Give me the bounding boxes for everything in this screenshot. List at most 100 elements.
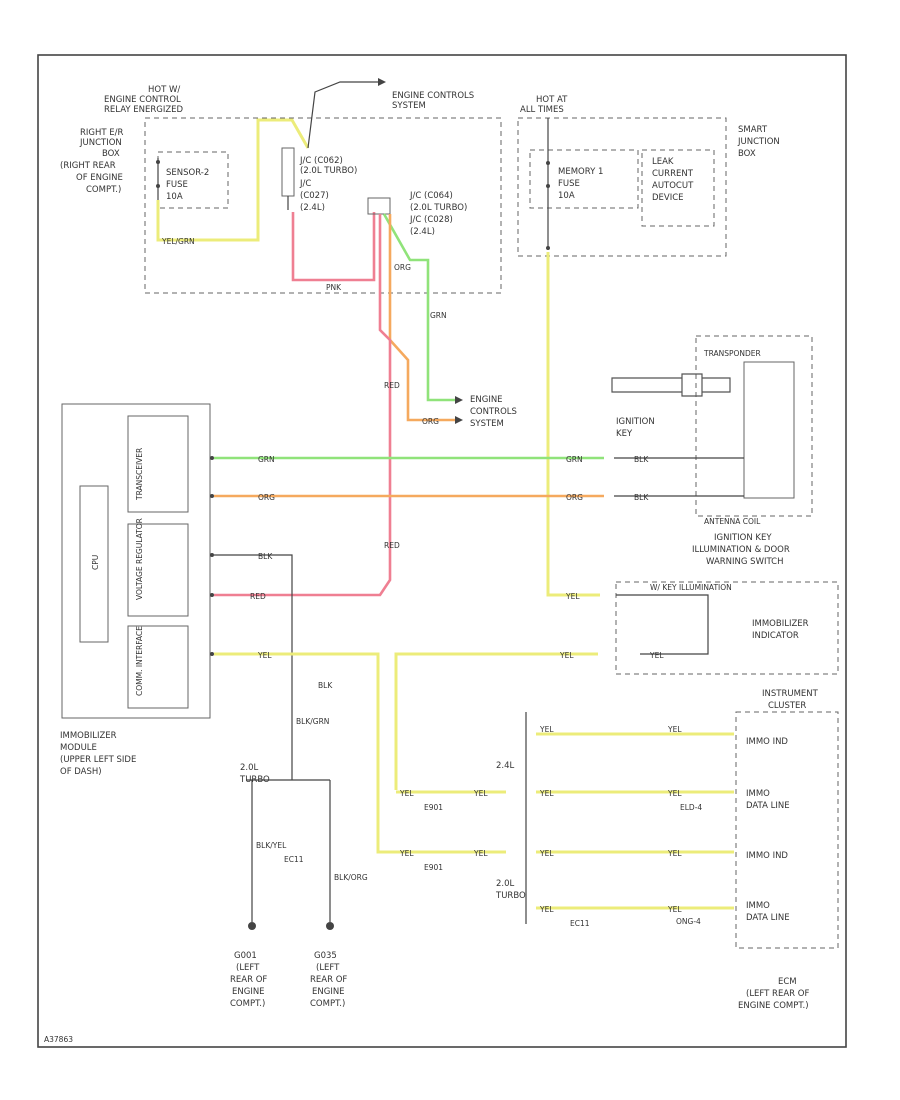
- hot-at-label: ALL TIMES: [520, 105, 564, 115]
- wire-label-org: ORG: [258, 493, 275, 502]
- splice-dot: [546, 246, 550, 250]
- wire-label-yel: YEL: [257, 651, 272, 660]
- wire-label-yel: YEL: [667, 725, 682, 734]
- ecs-mid-label: ENGINE: [470, 395, 503, 405]
- wire-yel-comm: [214, 652, 448, 854]
- g001-label: (LEFT: [236, 963, 260, 973]
- immobilizer-indicator-box: [615, 581, 839, 675]
- wire-yel-memory: [546, 252, 600, 597]
- rjb-label: RIGHT E/R: [80, 128, 124, 138]
- jc1-label: (2.4L): [300, 203, 325, 213]
- right-er-junction-box: [144, 117, 502, 294]
- im-mod-label: (UPPER LEFT SIDE: [60, 755, 136, 765]
- lcc-label: AUTOCUT: [652, 181, 694, 191]
- immobilizer-module: [61, 403, 211, 719]
- comm-interface-block: [127, 625, 189, 709]
- wire-label-yel-grn: YEL/GRN: [161, 237, 195, 246]
- connector-e901: E901: [424, 803, 443, 812]
- jc2-label: J/C (C064): [409, 191, 453, 201]
- im-mod-label: IMMOBILIZER: [60, 731, 117, 741]
- transponder-label: TRANSPONDER: [703, 349, 761, 358]
- g035-label: (LEFT: [316, 963, 340, 973]
- wire-label-yel: YEL: [539, 905, 554, 914]
- jc2-label: J/C (C028): [409, 215, 453, 225]
- fuse-terminal: [546, 161, 550, 165]
- ecs-mid-label: SYSTEM: [470, 419, 504, 429]
- ecm-label: ECM: [778, 977, 797, 987]
- transponder-box: [695, 335, 813, 517]
- wire-label-grn: GRN: [566, 455, 583, 464]
- wire-pnk: [291, 212, 376, 282]
- wire-label-yel: YEL: [539, 789, 554, 798]
- wire-label-yel: YEL: [559, 651, 574, 660]
- wire-yel-meter: [394, 652, 598, 790]
- fuse2-label: FUSE: [558, 179, 580, 189]
- fuse-terminal: [156, 184, 160, 188]
- jc-c062-connector: [281, 147, 295, 197]
- transceiver-label: TRANSCEIVER: [135, 448, 144, 501]
- arrow-icon: [455, 396, 463, 404]
- wire-yel-grn: [156, 118, 310, 242]
- diagram-id: A37863: [44, 1035, 73, 1044]
- wire-label-red: RED: [384, 381, 400, 390]
- lcc-label: CURRENT: [652, 169, 694, 179]
- hot-relay-label: ENGINE CONTROL: [104, 95, 181, 105]
- wire-org-jc2: [388, 214, 455, 422]
- wire-label-pnk: PNK: [326, 283, 342, 292]
- wire-label-org: ORG: [394, 263, 411, 272]
- wire-label-blk: BLK: [318, 681, 333, 690]
- cpu-label: CPU: [91, 555, 100, 570]
- pin-label: IMMO IND: [746, 851, 788, 861]
- meter-header: W/ KEY ILLUMINATION: [650, 583, 732, 592]
- fuse-label: SENSOR-2: [166, 168, 209, 178]
- rjb-label: OF ENGINE: [76, 173, 123, 183]
- memory-1-fuse-box: [529, 149, 639, 209]
- wire-label-blk-grn: BLK/GRN: [296, 717, 329, 726]
- illum-label: IGNITION KEY: [714, 533, 772, 543]
- hot-at-label: HOT AT: [536, 95, 568, 105]
- g001-label: G001: [234, 951, 257, 961]
- rjb-label: COMPT.): [86, 185, 121, 195]
- wire-label-blk: BLK: [258, 552, 273, 561]
- wire-label-org: ORG: [422, 417, 439, 426]
- voltage-reg-label: VOLTAGE REGULATOR: [135, 518, 144, 600]
- bracket-label: 2.4L: [496, 761, 515, 771]
- wire-label-yel: YEL: [667, 789, 682, 798]
- jc2-label: (2.4L): [410, 227, 435, 237]
- g035-label: REAR OF: [310, 975, 347, 985]
- wire-blk-to-ecs: [307, 81, 378, 149]
- wire-grn-jc2: [382, 213, 455, 402]
- ecs-top-label: ENGINE CONTROLS: [392, 91, 474, 101]
- pin-label: IMMO: [746, 789, 770, 799]
- leak-current-device: [641, 149, 715, 227]
- antenna-coil-label: ANTENNA COIL: [704, 517, 761, 526]
- jc1-label: J/C (C062): [299, 156, 343, 166]
- wire-red: [214, 214, 392, 597]
- wire-label-blk: BLK: [634, 455, 649, 464]
- cpu-block: [79, 485, 109, 643]
- wire-label-yel: YEL: [539, 725, 554, 734]
- sjb-label: JUNCTION: [737, 137, 780, 147]
- connector-ong4: ONG-4: [676, 917, 701, 926]
- ground-label: TURBO: [239, 775, 270, 785]
- g035-label: G035: [314, 951, 337, 961]
- rjb-label: JUNCTION: [79, 138, 122, 148]
- g001-label: ENGINE: [232, 987, 265, 997]
- pin-dot: [210, 593, 214, 597]
- fuse-terminal: [546, 184, 550, 188]
- ground-g001-icon: [248, 922, 256, 930]
- cluster-label: CLUSTER: [768, 701, 806, 711]
- wire-label-yel: YEL: [649, 651, 664, 660]
- ign-key-label: KEY: [616, 429, 633, 439]
- pin-dot: [210, 652, 214, 656]
- bracket-label: TURBO: [495, 891, 526, 901]
- ecs-mid-label: CONTROLS: [470, 407, 517, 417]
- ecm-label: ENGINE COMPT.): [738, 1001, 809, 1011]
- instrument-cluster-box: [735, 711, 839, 949]
- wire-label-grn: GRN: [258, 455, 275, 464]
- ecm-label: (LEFT REAR OF: [746, 989, 809, 999]
- sjb-label: BOX: [738, 149, 756, 159]
- jc2-label: (2.0L TURBO): [410, 203, 467, 213]
- wire-label-yel: YEL: [473, 849, 488, 858]
